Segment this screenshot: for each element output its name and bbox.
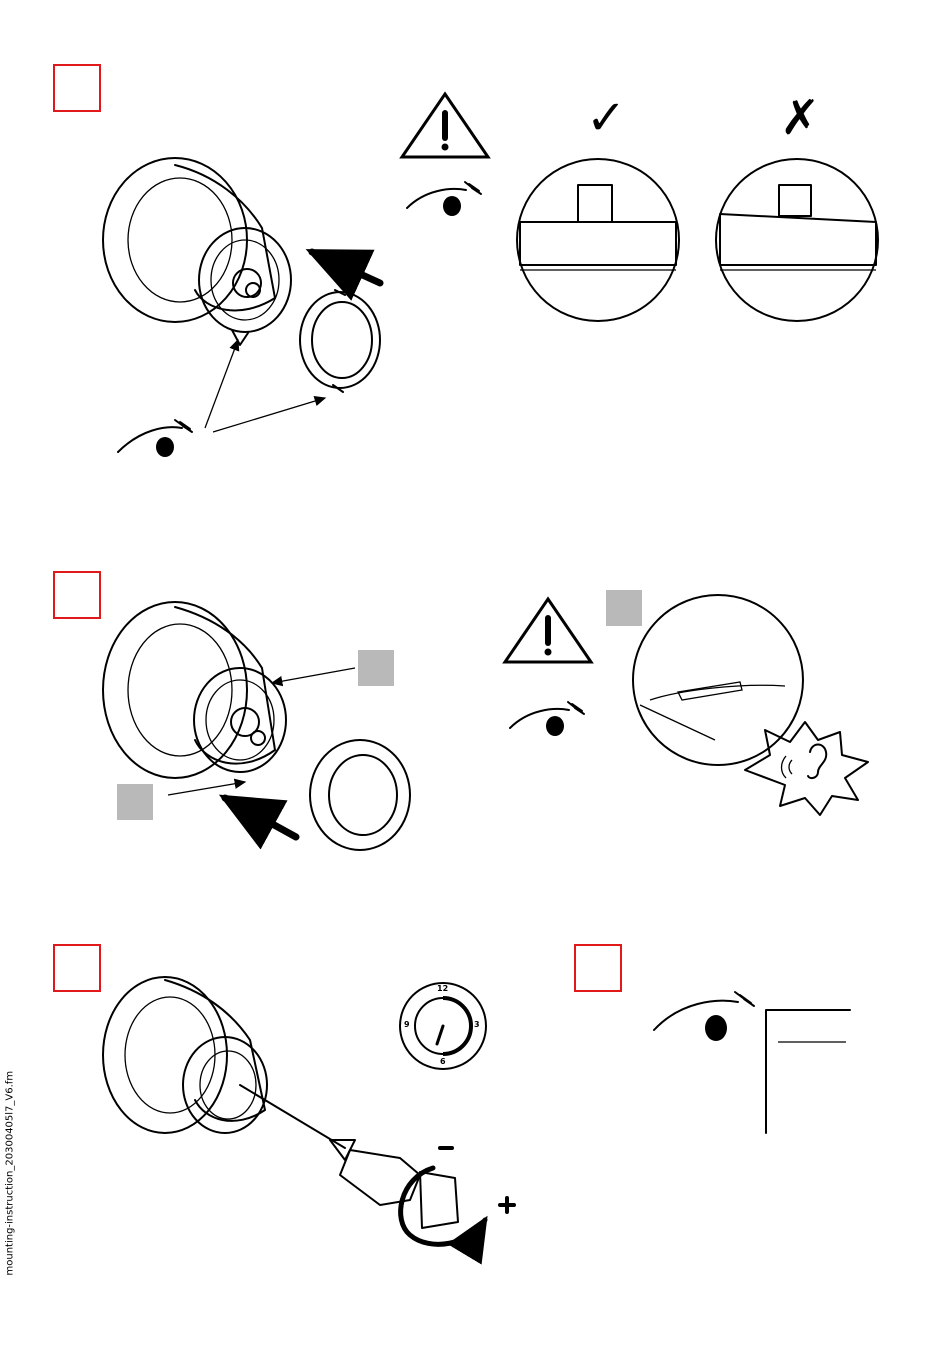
footer-filename: mounting-instruction_20300405l7_V6.fm [5, 1066, 16, 1276]
thermostat-body-step1 [103, 158, 291, 345]
eye-icon-step4 [654, 992, 754, 1041]
dial-label-top: 12 [437, 984, 448, 993]
thermostat-body-step2 [103, 602, 286, 778]
dial-label-left: 9 [404, 1020, 410, 1029]
click-detail [633, 595, 803, 765]
screwdriver [240, 1085, 458, 1228]
cross-mark: ✗ [780, 88, 820, 148]
ring-step1 [300, 290, 380, 392]
correct-detail [517, 159, 679, 321]
dial-label-right: 3 [474, 1020, 480, 1029]
thermostat-body-step3 [103, 977, 267, 1133]
eye-icon-step1b [407, 182, 481, 216]
warning-icon-step2 [505, 599, 591, 662]
ring-step2 [310, 740, 410, 850]
ear-icon [745, 722, 868, 815]
warning-icon-step1 [402, 94, 488, 157]
corner-frame [766, 1010, 850, 1133]
dial-label-bottom: 6 [440, 1057, 446, 1066]
eye-icon-step2 [510, 702, 584, 736]
eye-icon-step1 [118, 420, 192, 457]
check-mark: ✓ [586, 88, 626, 148]
wrong-detail [716, 159, 878, 321]
